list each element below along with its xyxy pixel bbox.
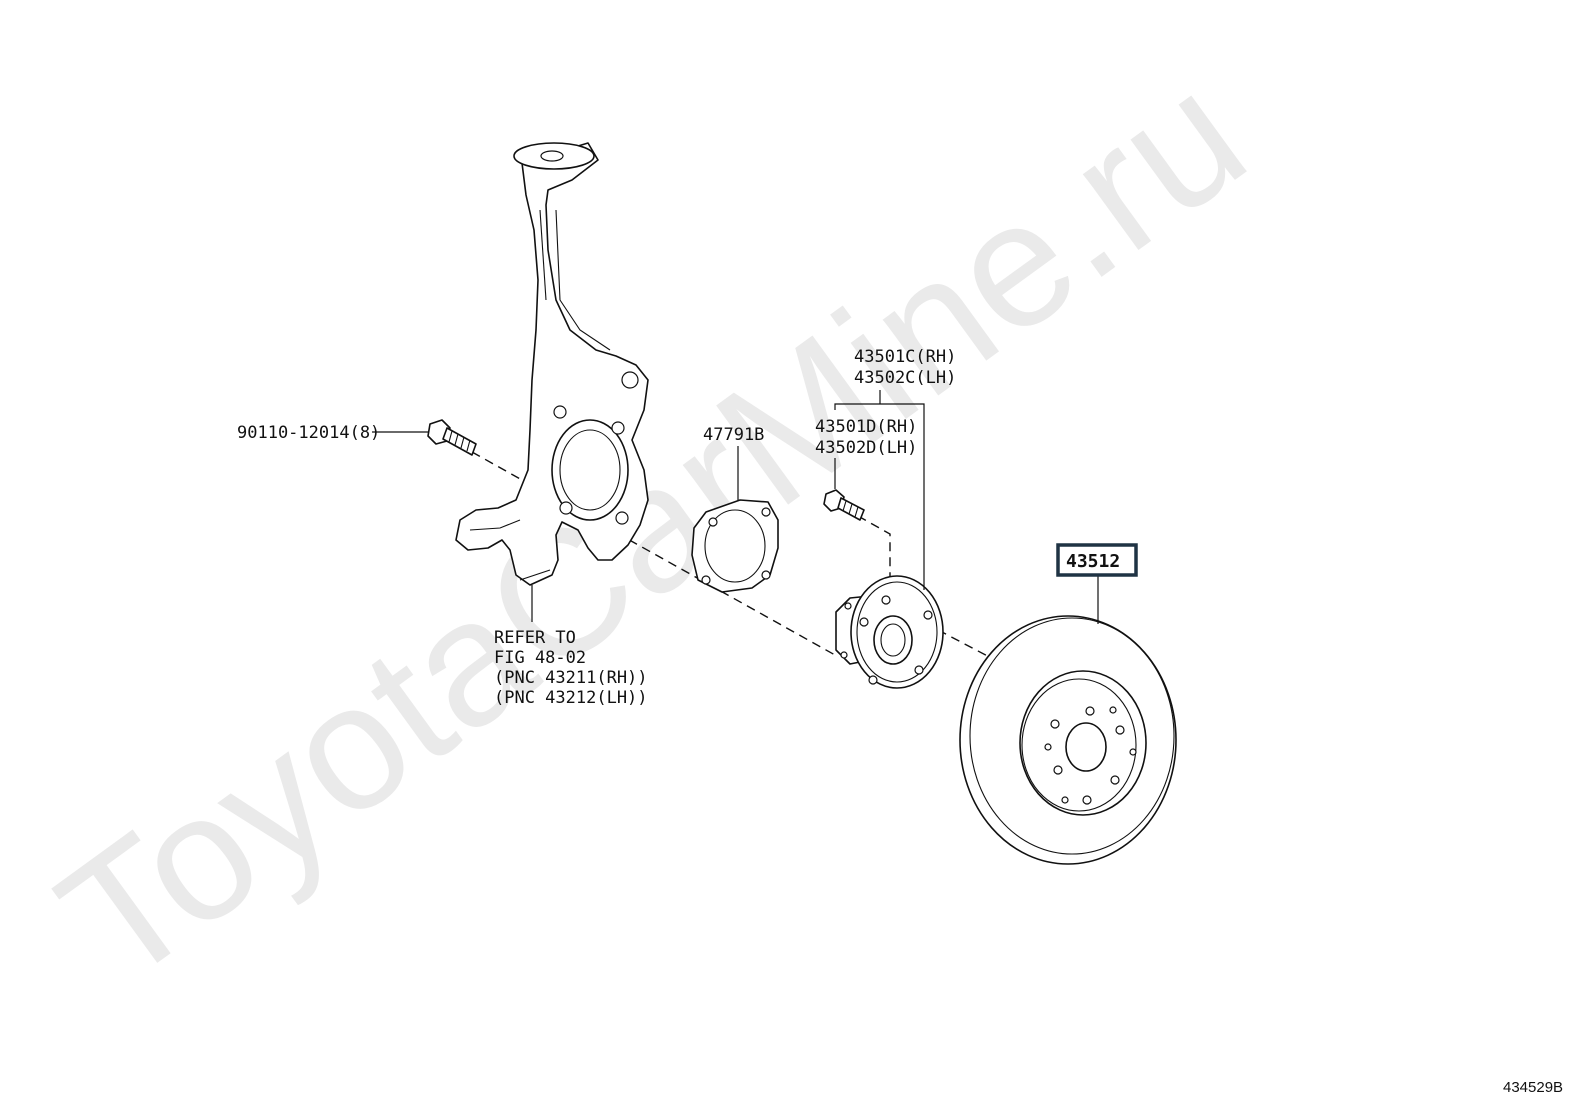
hub-bolt-label-rh: 43501D(RH) — [815, 417, 917, 437]
knuckle-reference-line-1: REFER TO — [494, 628, 576, 648]
knuckle-bolt[interactable] — [427, 419, 477, 456]
knuckle-reference-line-4: (PNC 43212(LH)) — [494, 688, 648, 708]
hub-assembly-label-rh: 43501C(RH) — [854, 347, 956, 367]
dust-cover-label: 47791B — [703, 425, 764, 445]
brake-disc[interactable] — [959, 615, 1177, 865]
knuckle-reference-line-3: (PNC 43211(RH)) — [494, 668, 648, 688]
brake-disc-label: 43512 — [1066, 551, 1120, 572]
diagram-code: 434529B — [1503, 1079, 1563, 1096]
knuckle-reference-label: REFER TO FIG 48-02 (PNC 43211(RH)) (PNC … — [494, 628, 648, 708]
brake-disc-label-box[interactable] — [1056, 543, 1138, 577]
hub-assembly[interactable] — [835, 575, 944, 689]
hub-assembly-label-lh: 43502C(LH) — [854, 368, 956, 388]
hub-bolt-label-lh: 43502D(LH) — [815, 438, 917, 458]
dust-cover[interactable] — [691, 499, 779, 593]
knuckle-reference-line-2: FIG 48-02 — [494, 648, 586, 668]
watermark: ToyotaCarMine.ru — [25, 34, 1278, 1021]
hub-bolt[interactable] — [823, 489, 865, 521]
steering-knuckle[interactable] — [455, 142, 649, 586]
knuckle-bolt-label: 90110-12014(8) — [237, 423, 380, 443]
